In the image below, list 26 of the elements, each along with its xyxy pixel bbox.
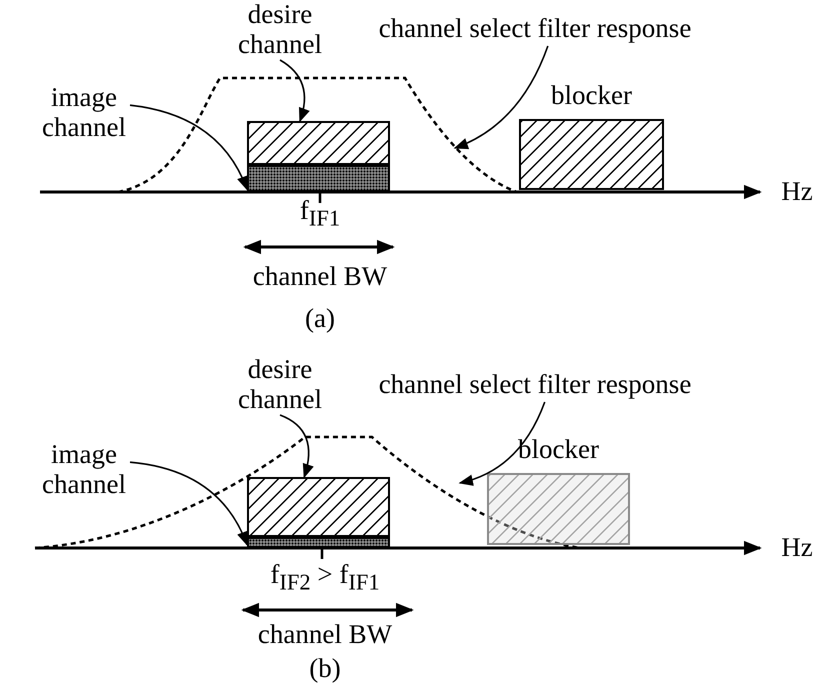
axis-label: f$_{IF2}$ > f$_{IF1}$ (270, 560, 380, 596)
leader-arrow (130, 461, 248, 546)
callout-text: desire channel (230, 0, 330, 60)
leader-arrow (458, 402, 546, 486)
callout-text: desire channel (230, 355, 330, 414)
blocker-label: blocker (551, 79, 632, 112)
leader-arrow (280, 414, 314, 478)
callout-text: channel select filter response (340, 14, 730, 44)
axis-label: channel BW (258, 620, 392, 650)
desired-channel-block (247, 121, 390, 165)
desired-channel-block (247, 477, 390, 537)
leader-arrow (454, 46, 549, 149)
axis-label: Hz (781, 177, 813, 207)
image-channel-block (247, 537, 390, 548)
axis-label: Hz (781, 533, 813, 563)
axis-label: (b) (309, 654, 341, 684)
callout-text: image channel (38, 83, 130, 142)
leader-arrow (130, 104, 248, 191)
axis-label: f$_{IF1}$ (300, 196, 340, 232)
image-channel-block (247, 165, 390, 192)
blocker-label: blocker (518, 433, 599, 466)
callout-text: channel select filter response (340, 370, 730, 400)
axis-label: (a) (305, 304, 335, 334)
callout-text: image channel (38, 440, 130, 500)
leader-arrow (280, 59, 310, 122)
axis-label: channel BW (252, 262, 388, 292)
